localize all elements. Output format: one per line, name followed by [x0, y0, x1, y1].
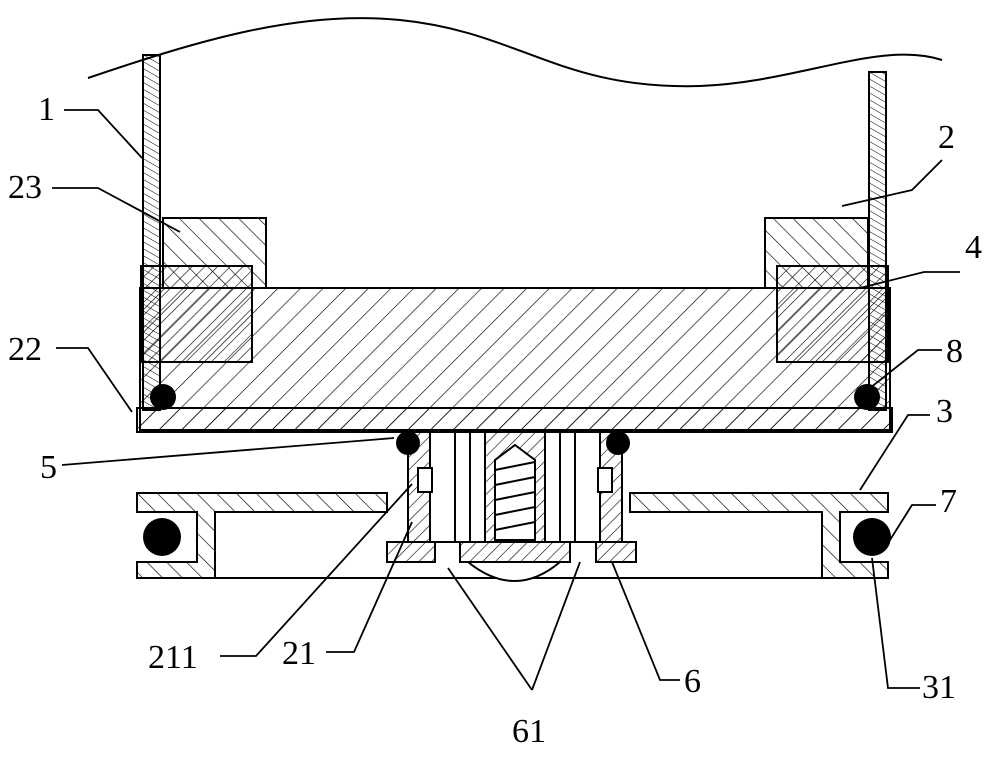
label-23: 23 — [8, 169, 42, 206]
seal-ring-8-left — [150, 384, 176, 410]
label-211: 211 — [148, 639, 198, 676]
block-4-left — [140, 265, 253, 363]
label-61: 61 — [512, 713, 546, 750]
label-2: 2 — [938, 119, 955, 156]
base-body-2 — [139, 287, 891, 431]
leader-lines — [52, 109, 960, 691]
label-7: 7 — [940, 483, 957, 520]
seal-ring-7-left — [143, 518, 181, 556]
flange-22 — [136, 407, 893, 433]
label-4: 4 — [965, 229, 982, 266]
break-line — [87, 17, 943, 88]
label-21: 21 — [282, 635, 316, 672]
cap-6-right — [595, 541, 637, 563]
seal-ring-8-right — [854, 384, 880, 410]
boss-21 — [407, 431, 623, 543]
cap-6-mid — [459, 541, 571, 563]
label-22: 22 — [8, 331, 42, 368]
screw — [484, 431, 546, 543]
label-3: 3 — [936, 393, 953, 430]
label-6: 6 — [684, 663, 701, 700]
label-5: 5 — [40, 449, 57, 486]
block-4-right — [776, 265, 889, 363]
label-31: 31 — [922, 669, 956, 706]
cap-6-left — [386, 541, 436, 563]
label-1: 1 — [38, 91, 55, 128]
seal-ring-7-right — [853, 518, 891, 556]
screw-head — [465, 561, 563, 582]
label-8: 8 — [946, 333, 963, 370]
